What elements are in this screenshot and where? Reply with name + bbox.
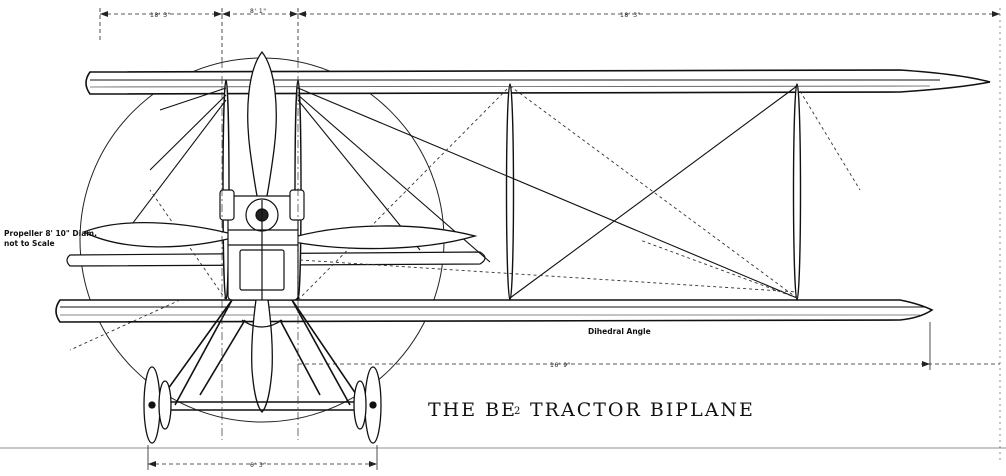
top-dimension-line <box>99 8 1000 60</box>
title-main: THE BE <box>428 399 517 421</box>
propeller-note-line1: Propeller 8' 10" Diam. <box>4 229 97 238</box>
dihedral-label: Dihedral Angle <box>588 327 651 336</box>
centre-lines <box>221 60 299 440</box>
top-dimension-arrows <box>100 11 1000 17</box>
landing-wheels <box>143 366 382 444</box>
propeller-note-line2: not to Scale <box>4 239 55 248</box>
engine-cowling <box>219 189 305 328</box>
dim-lower-span: 16' 9" <box>550 362 571 369</box>
track-dimension <box>0 445 1006 470</box>
title-end: TRACTOR BIPLANE <box>530 399 755 421</box>
dim-top-left: 18' 3" <box>150 12 171 19</box>
title-subscript: 2 <box>514 406 520 417</box>
flying-wires <box>119 85 798 299</box>
lower-wing <box>55 299 934 323</box>
interplane-struts <box>222 79 802 301</box>
upper-wing <box>85 69 991 95</box>
dim-top-center: 8' 1" <box>250 8 266 15</box>
dim-top-right: 18' 3" <box>620 12 641 19</box>
dim-track: 6' 3" <box>250 462 266 469</box>
propeller <box>82 50 478 413</box>
diagram-title: THE BE 2 TRACTOR BIPLANE <box>428 399 755 421</box>
lower-span-dimension <box>298 322 1000 370</box>
undercarriage <box>159 299 372 411</box>
